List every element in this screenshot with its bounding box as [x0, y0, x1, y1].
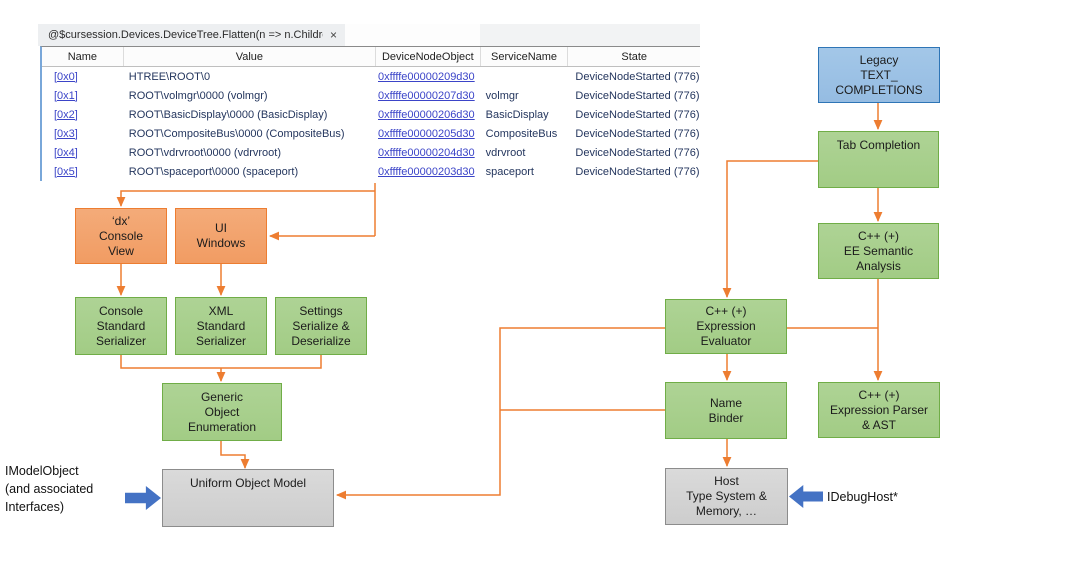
box-legacy-text-completions: Legacy TEXT_ COMPLETIONS: [818, 47, 940, 103]
row-name-link[interactable]: [0x1]: [54, 89, 78, 102]
box-dx-console-view: ‘dx’ Console View: [75, 208, 167, 264]
table-row: [0x5] ROOT\spaceport\0000 (spaceport) 0x…: [42, 162, 700, 181]
box-tab-completion: Tab Completion: [818, 131, 939, 188]
imodelobject-label: IModelObject (and associated Interfaces): [5, 464, 94, 514]
row-node-link[interactable]: 0xffffe00000205d30: [378, 127, 475, 140]
table-row: [0x4] ROOT\vdrvroot\0000 (vdrvroot) 0xff…: [42, 143, 700, 162]
box-ui-windows: UI Windows: [175, 208, 267, 264]
row-state: DeviceNodeStarted (776): [575, 89, 700, 102]
row-node-link[interactable]: 0xffffe00000204d30: [378, 146, 475, 159]
row-value: ROOT\spaceport\0000 (spaceport): [128, 165, 299, 178]
row-service: BasicDisplay: [485, 108, 549, 121]
row-service: volmgr: [485, 89, 519, 102]
row-name-link[interactable]: [0x4]: [54, 146, 78, 159]
row-state: DeviceNodeStarted (776): [575, 146, 700, 159]
table-row: [0x1] ROOT\volmgr\0000 (volmgr) 0xffffe0…: [42, 86, 700, 105]
box-name-binder: Name Binder: [665, 382, 787, 439]
row-name-link[interactable]: [0x3]: [54, 127, 78, 140]
box-xml-standard-serializer: XML Standard Serializer: [175, 297, 267, 355]
device-tree-table: Name Value DeviceNodeObject ServiceName …: [40, 46, 700, 181]
box-console-standard-serializer: Console Standard Serializer: [75, 297, 167, 355]
tab-title: @$cursession.Devices.DeviceTree.Flatten(…: [48, 29, 323, 41]
row-node-link[interactable]: 0xffffe00000203d30: [378, 165, 475, 178]
column-header-devicenodeobject[interactable]: DeviceNodeObject: [376, 47, 481, 66]
tab-close-icon[interactable]: ×: [329, 28, 337, 42]
box-uniform-object-model: Uniform Object Model: [162, 469, 334, 527]
row-state: DeviceNodeStarted (776): [575, 127, 700, 140]
row-value: HTREE\ROOT\0: [128, 70, 211, 83]
row-name-link[interactable]: [0x0]: [54, 70, 78, 83]
box-expression-evaluator: C++ (+) Expression Evaluator: [665, 299, 787, 354]
row-value: ROOT\volmgr\0000 (volmgr): [128, 89, 268, 102]
column-header-state[interactable]: State: [621, 50, 648, 63]
table-row: [0x2] ROOT\BasicDisplay\0000 (BasicDispl…: [42, 105, 700, 124]
box-expression-parser-ast: C++ (+) Expression Parser & AST: [818, 382, 940, 438]
row-node-link[interactable]: 0xffffe00000209d30: [378, 70, 475, 83]
row-node-link[interactable]: 0xffffe00000206d30: [378, 108, 475, 121]
row-service: CompositeBus: [485, 127, 558, 140]
box-settings-serialize-deserialize: Settings Serialize & Deserialize: [275, 297, 367, 355]
table-row: [0x3] ROOT\CompositeBus\0000 (CompositeB…: [42, 124, 700, 143]
row-service: spaceport: [485, 165, 534, 178]
row-value: ROOT\CompositeBus\0000 (CompositeBus): [128, 127, 345, 140]
row-value: ROOT\BasicDisplay\0000 (BasicDisplay): [128, 108, 328, 121]
column-header-value[interactable]: Value: [124, 47, 376, 66]
column-header-servicename[interactable]: ServiceName: [481, 47, 569, 66]
idebughost-label: IDebugHost*: [827, 490, 898, 504]
row-state: DeviceNodeStarted (776): [575, 165, 700, 178]
tab-device-tree[interactable]: @$cursession.Devices.DeviceTree.Flatten(…: [38, 24, 345, 46]
row-service: vdrvroot: [485, 146, 526, 159]
row-name-link[interactable]: [0x5]: [54, 165, 78, 178]
tab-strip: @$cursession.Devices.DeviceTree.Flatten(…: [38, 24, 700, 46]
box-ee-semantic-analysis: C++ (+) EE Semantic Analysis: [818, 223, 939, 279]
box-host-type-system: Host Type System & Memory, …: [665, 468, 788, 525]
column-header-name[interactable]: Name: [42, 47, 124, 66]
table-row: [0x0] HTREE\ROOT\0 0xffffe00000209d30 De…: [42, 67, 700, 86]
box-generic-object-enumeration: Generic Object Enumeration: [162, 383, 282, 441]
tab-strip-empty-area: [345, 24, 480, 46]
row-value: ROOT\vdrvroot\0000 (vdrvroot): [128, 146, 281, 159]
row-state: DeviceNodeStarted (776): [575, 108, 700, 121]
row-node-link[interactable]: 0xffffe00000207d30: [378, 89, 475, 102]
row-name-link[interactable]: [0x2]: [54, 108, 78, 121]
row-state: DeviceNodeStarted (776): [575, 70, 700, 83]
table-header-row: Name Value DeviceNodeObject ServiceName …: [42, 47, 700, 67]
